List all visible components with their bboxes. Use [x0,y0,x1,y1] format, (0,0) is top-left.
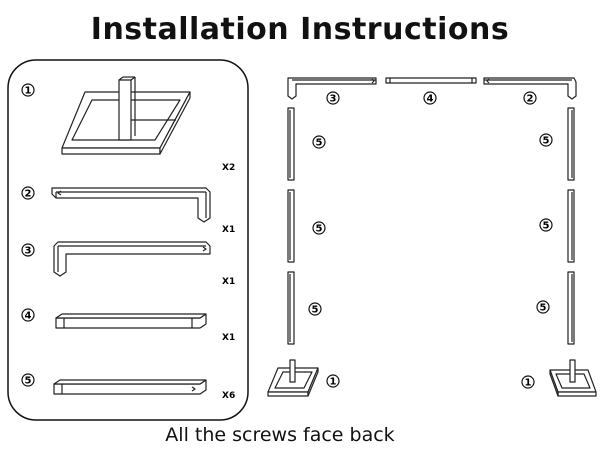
label-left-lower: 5 [312,305,319,316]
part-5-number: 5 [25,376,32,387]
part-2-number-circle [21,186,35,200]
label-right-middle: 5 [543,221,550,232]
label-base-right: 1 [525,378,532,389]
part-5-number-circle [21,373,35,387]
assembly-right-post-lower: 5 [536,271,575,345]
part-2-number: 2 [25,189,32,200]
assembly-top-middle-bar: 4 [385,77,477,105]
parts-list-panel [7,59,249,421]
label-base-left: 1 [330,377,337,388]
part-4-quantity: X1 [222,333,235,343]
part-2-corner-bar: 2 X1 [21,186,235,235]
assembly-top-left-corner: 3 [287,77,377,105]
label-top-left: 3 [330,94,337,105]
assembly-right-post-middle: 5 [539,189,575,263]
part-4-straight-bar: 4 X1 [21,308,235,343]
part-4-number: 4 [25,311,32,322]
footer-note: All the screws face back [165,424,395,446]
part-1-base: 1 X2 [21,76,235,173]
part-5-quantity: X6 [222,391,235,401]
label-top-middle: 4 [427,94,434,105]
assembly-base-right: 1 [521,359,597,397]
part-3-corner-bar: 3 X1 [21,241,235,287]
assembly-left-post-lower: 5 [287,271,322,345]
label-right-lower: 5 [540,303,547,314]
part-3-number: 3 [25,246,32,257]
part-1-number-circle [21,83,35,97]
part-1-quantity: X2 [222,163,235,173]
part-5-side-post: 5 X6 [21,373,235,401]
assembly-base-left: 1 [267,359,340,397]
label-left-upper: 5 [316,138,323,149]
part-1-number: 1 [25,86,32,97]
assembly-left-post-upper: 5 [287,107,326,181]
label-left-middle: 5 [316,224,323,235]
label-top-right: 2 [527,94,534,105]
label-right-upper: 5 [543,136,550,147]
part-3-number-circle [21,243,35,257]
assembly-right-post-upper: 5 [539,107,575,181]
part-2-quantity: X1 [222,225,235,235]
part-3-quantity: X1 [222,277,235,287]
part-4-number-circle [21,308,35,322]
assembly-left-post-middle: 5 [287,189,326,263]
page-title: Installation Instructions [90,12,510,47]
assembly-top-right-corner: 2 [483,77,577,105]
